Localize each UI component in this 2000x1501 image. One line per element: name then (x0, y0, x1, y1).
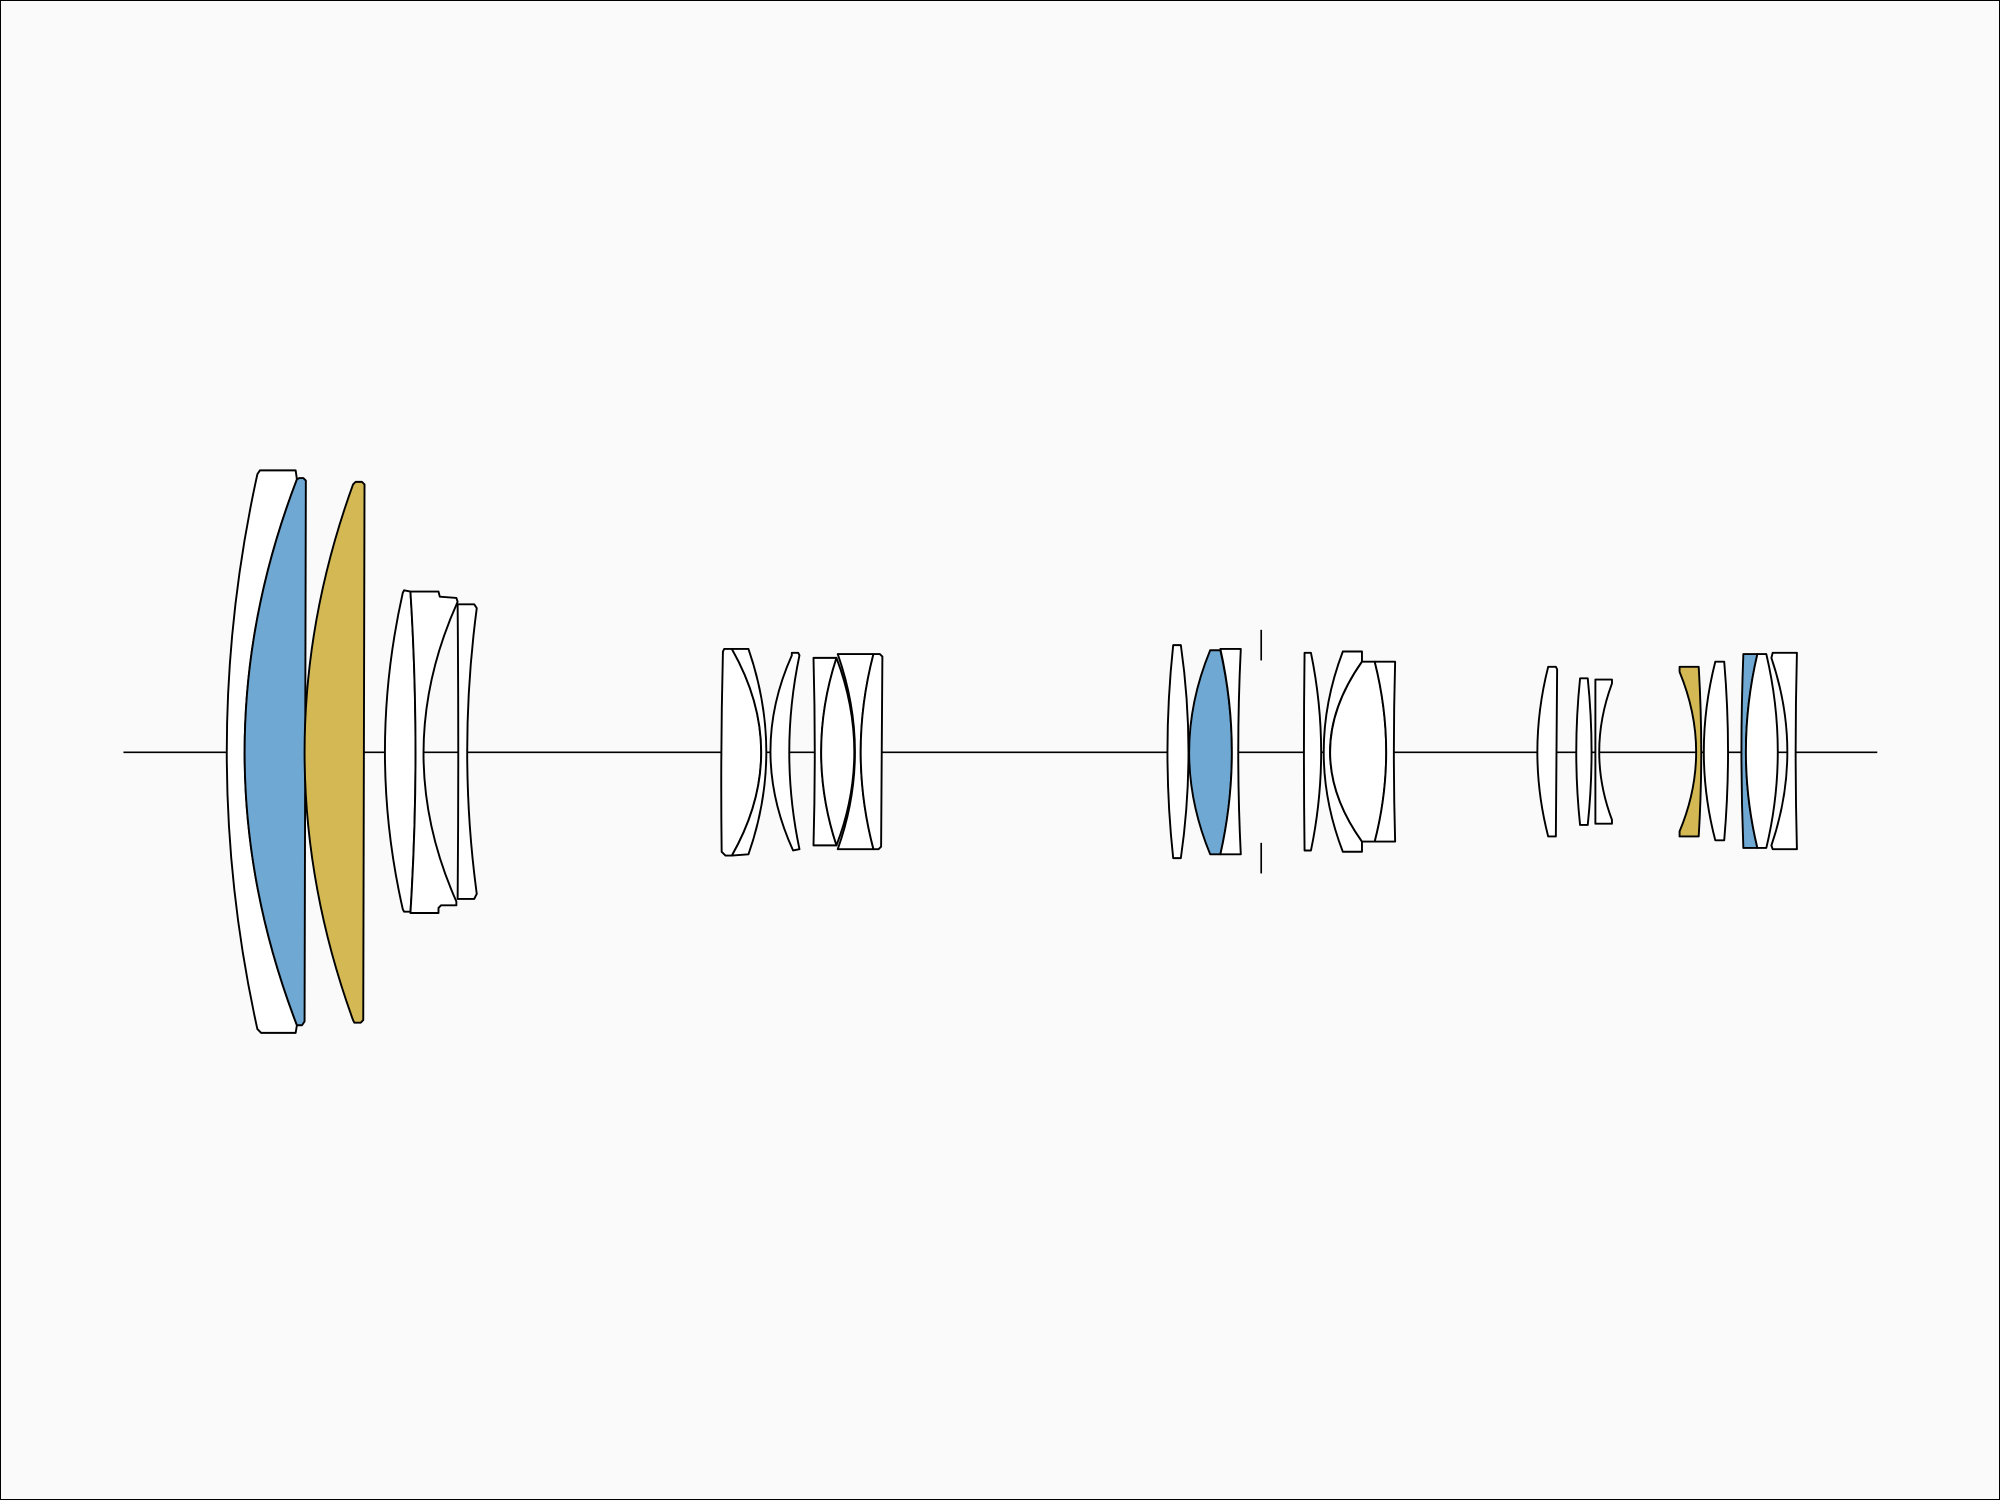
lens-element-9 (769, 651, 801, 852)
lens-element-24-yellow (1678, 665, 1703, 838)
lens-element-8 (730, 648, 768, 857)
lens-element-21 (1536, 665, 1559, 838)
lens-element-3-yellow (303, 480, 366, 1024)
lens-element-28 (1770, 651, 1798, 851)
lens-element-6 (456, 603, 478, 900)
lens-element-22 (1575, 677, 1593, 826)
lens-element-16 (1219, 648, 1242, 856)
lens-element-25 (1702, 660, 1729, 842)
lens-element-14 (1166, 644, 1190, 860)
lens-element-27 (1744, 653, 1779, 849)
lens-element-17 (1302, 651, 1323, 852)
lens-element-4 (383, 589, 417, 913)
lens-element-5 (409, 590, 459, 914)
lens-element-2-blue (243, 477, 307, 1027)
lens-element-13 (859, 653, 884, 851)
lens-element-23 (1594, 678, 1613, 825)
lens-element-20 (1373, 660, 1397, 843)
lens-element-12 (820, 656, 856, 847)
